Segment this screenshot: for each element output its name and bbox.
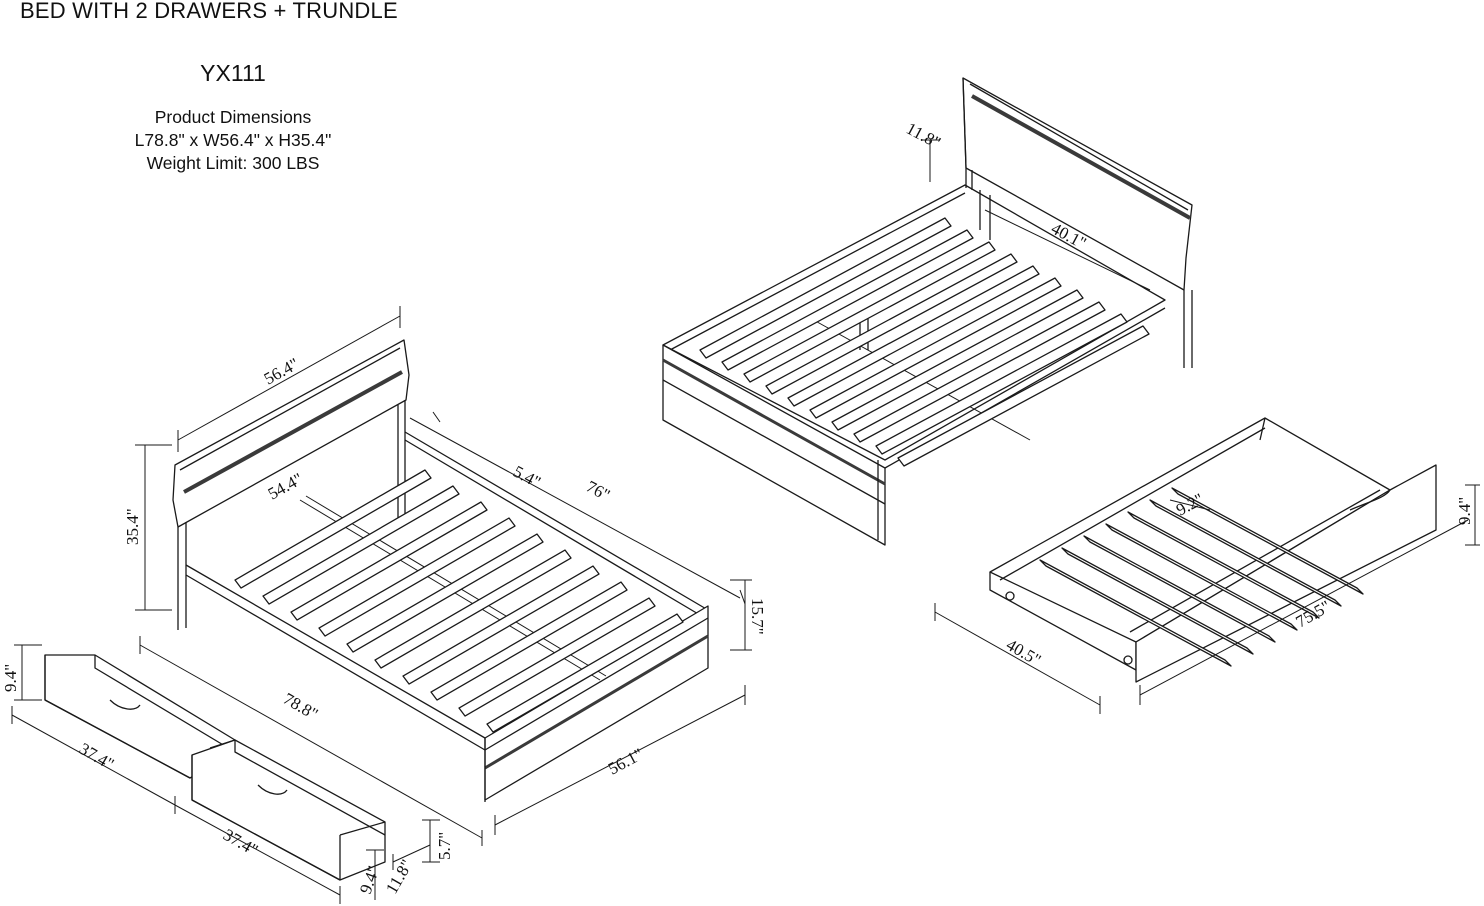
slat (1061, 547, 1254, 655)
slat (262, 485, 460, 605)
front-bed-slats (234, 469, 684, 733)
slat (318, 517, 516, 637)
slat (290, 501, 488, 621)
slat (402, 565, 600, 685)
slat (234, 469, 432, 589)
product-specs: Product Dimensions L78.8" x W56.4" x H35… (0, 106, 466, 175)
slat (1171, 487, 1364, 595)
dim-trundle-width: 40.5" (1003, 635, 1044, 670)
dim-trundle-height: 9.4" (1455, 497, 1474, 525)
slat (346, 533, 544, 653)
slat (809, 277, 1062, 419)
dim-overall-length: 78.8" (280, 689, 321, 724)
slat (1105, 523, 1298, 631)
dim-drawer-height-left: 9.4" (1, 664, 20, 692)
slat (1149, 499, 1342, 607)
slat (853, 301, 1106, 443)
specs-weight-limit: Weight Limit: 300 LBS (146, 153, 320, 173)
slat (1039, 559, 1232, 667)
slat (486, 613, 684, 733)
right-drawer (191, 739, 386, 881)
back-bed-slats (699, 217, 1150, 467)
dim-drawer-length-a: 37.4" (76, 739, 117, 774)
slat (374, 549, 572, 669)
dim-side-offset: 5.4" (510, 462, 544, 492)
model-number: YX111 (200, 60, 266, 86)
trundle-slats (1039, 487, 1364, 667)
dim-rail-height: 15.7" (748, 598, 767, 635)
slat (831, 289, 1084, 431)
dim-post-offset: 11.8" (903, 119, 944, 153)
specs-dimensions: L78.8" x W56.4" x H35.4" (134, 130, 332, 150)
dim-drawer-depth: 11.8" (382, 856, 416, 897)
trundle-illustration (989, 417, 1437, 683)
slat (1127, 511, 1320, 619)
slat (721, 229, 974, 371)
dim-rail-length: 76" (583, 477, 613, 505)
dimension-lines (11, 139, 1480, 904)
specs-label: Product Dimensions (154, 107, 312, 127)
page-title: BED WITH 2 DRAWERS + TRUNDLE (20, 0, 398, 23)
back-bed-illustration (662, 77, 1193, 546)
slat (897, 325, 1150, 467)
slat (787, 265, 1040, 407)
dim-trundle-length: 75.5" (1293, 597, 1334, 632)
slat (765, 253, 1018, 395)
dim-bed-height: 35.4" (123, 508, 142, 545)
slat (458, 597, 656, 717)
slat (1083, 535, 1276, 643)
front-bed-illustration (172, 339, 709, 802)
slat (875, 313, 1128, 455)
slat (699, 217, 952, 359)
slat (430, 581, 628, 701)
slat (743, 241, 996, 383)
dim-headboard-width: 56.4" (261, 354, 302, 388)
dim-drawer-front-height: 5.7" (435, 832, 454, 860)
